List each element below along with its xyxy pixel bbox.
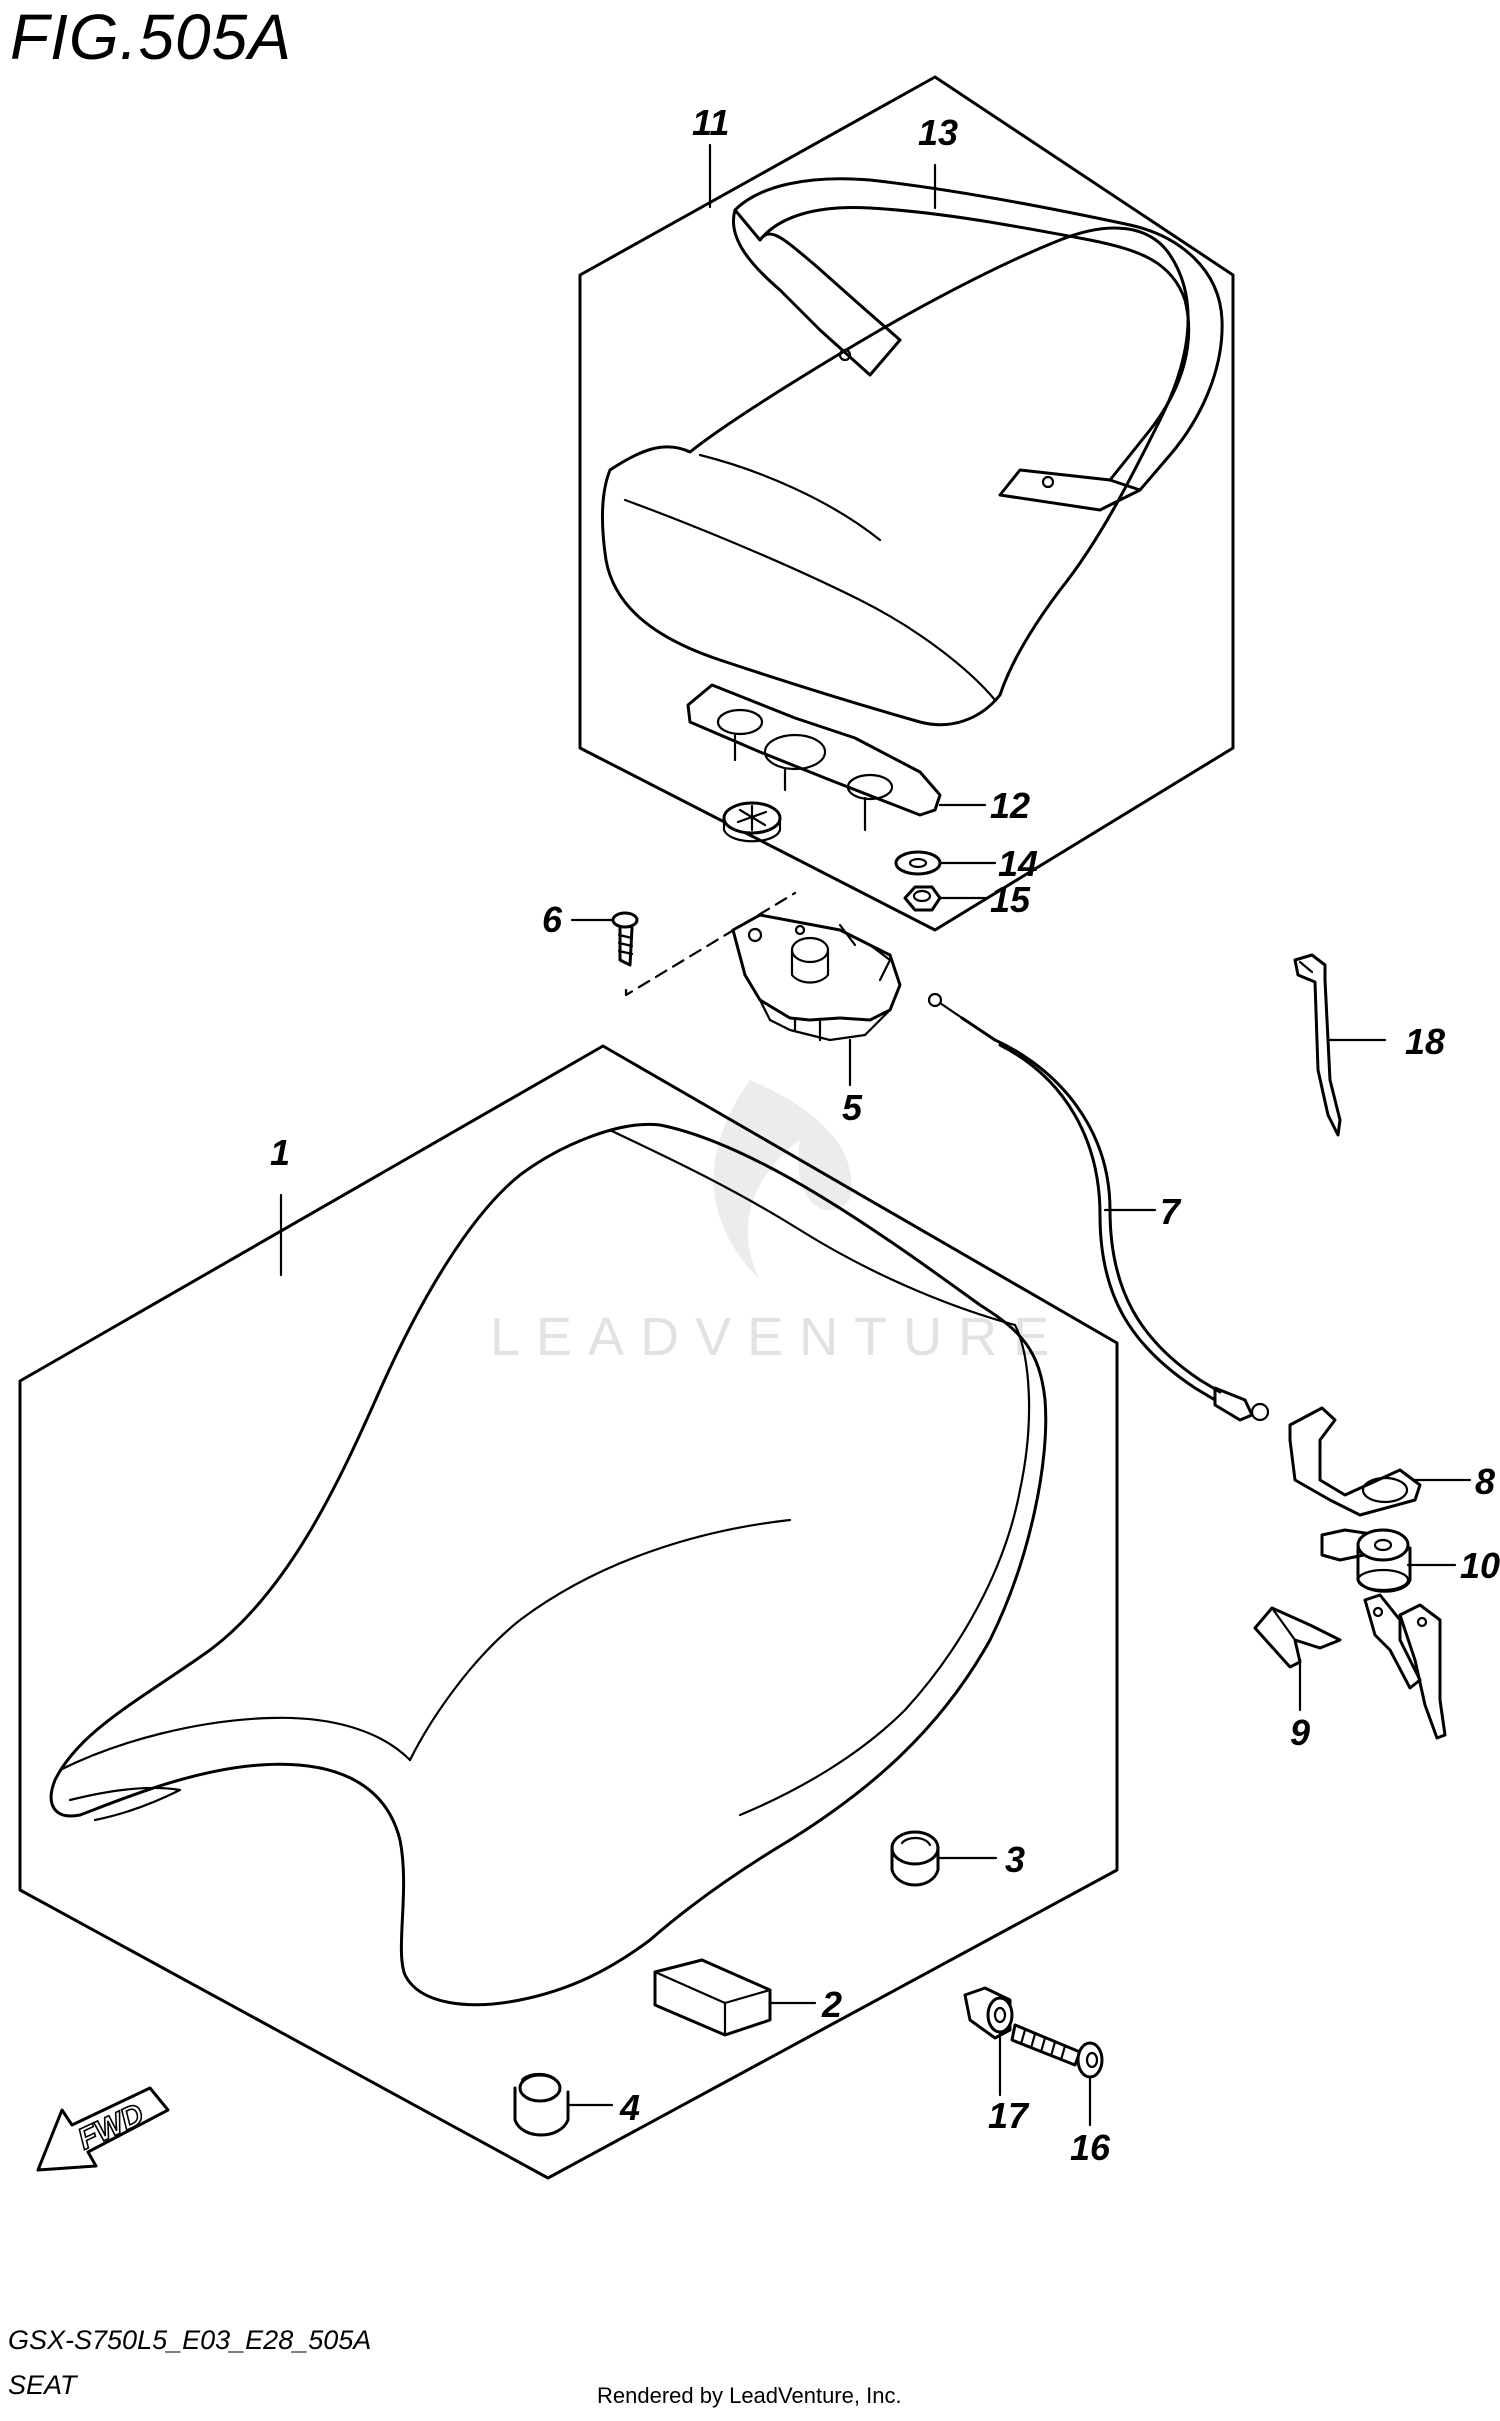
callout-14: 14 xyxy=(998,843,1038,884)
callout-9: 9 xyxy=(1290,1712,1310,1753)
front-seat-cushion xyxy=(49,1122,1048,2007)
callout-7: 7 xyxy=(1160,1191,1182,1232)
lock-bracket xyxy=(1288,1406,1422,1517)
watermark: LEADVENTURE xyxy=(490,1080,1065,1367)
callout-17: 17 xyxy=(988,2095,1030,2136)
seat-bracket-plate xyxy=(686,683,942,832)
callout-15: 15 xyxy=(990,879,1031,920)
seat-lock-cable xyxy=(927,992,1270,1422)
callout-numbers: 1 2 3 4 5 6 7 8 9 10 11 12 13 14 15 16 1… xyxy=(270,102,1500,2168)
seat-pad xyxy=(653,1958,772,2037)
seat-lock-assembly xyxy=(731,913,902,1042)
screw xyxy=(611,911,639,967)
diagram-subtitle: SEAT xyxy=(8,2370,77,2400)
callout-1: 1 xyxy=(270,1132,290,1173)
alignment-line xyxy=(624,891,797,997)
bolt xyxy=(1010,2023,1104,2079)
collar xyxy=(963,1986,1014,2040)
callout-11: 11 xyxy=(692,102,729,143)
nut xyxy=(903,885,942,912)
seat-damper-rear xyxy=(890,1830,940,1887)
callout-3: 3 xyxy=(1005,1839,1025,1880)
callout-2: 2 xyxy=(821,1984,842,2025)
forward-direction-arrow: FWD xyxy=(36,2086,170,2172)
callout-8: 8 xyxy=(1475,1461,1495,1502)
leader-lines xyxy=(279,143,1472,2127)
lock-cylinder-with-keys xyxy=(1320,1528,1447,1740)
diagram-code: GSX-S750L5_E03_E28_505A xyxy=(8,2325,372,2355)
grab-bar xyxy=(732,177,1224,512)
washer xyxy=(894,850,942,876)
lock-clip xyxy=(1253,1606,1342,1669)
callout-4: 4 xyxy=(619,2087,640,2128)
rubber-damper xyxy=(722,801,782,843)
figure-title: FIG.505A xyxy=(10,1,292,73)
cable-tie xyxy=(1293,953,1342,1137)
callout-13: 13 xyxy=(918,112,958,153)
watermark-text: LEADVENTURE xyxy=(490,1307,1065,1367)
callout-16: 16 xyxy=(1070,2127,1111,2168)
front-seat-group-frame xyxy=(18,1044,1119,2180)
callout-10: 10 xyxy=(1460,1545,1500,1586)
rear-seat-cushion xyxy=(601,226,1190,727)
render-credit: Rendered by LeadVenture, Inc. xyxy=(597,2383,902,2408)
callout-6: 6 xyxy=(542,899,563,940)
callout-12: 12 xyxy=(990,785,1030,826)
rear-seat-group-frame xyxy=(578,75,1235,932)
callout-5: 5 xyxy=(842,1087,863,1128)
callout-18: 18 xyxy=(1405,1021,1445,1062)
seat-damper-front xyxy=(513,2072,570,2137)
